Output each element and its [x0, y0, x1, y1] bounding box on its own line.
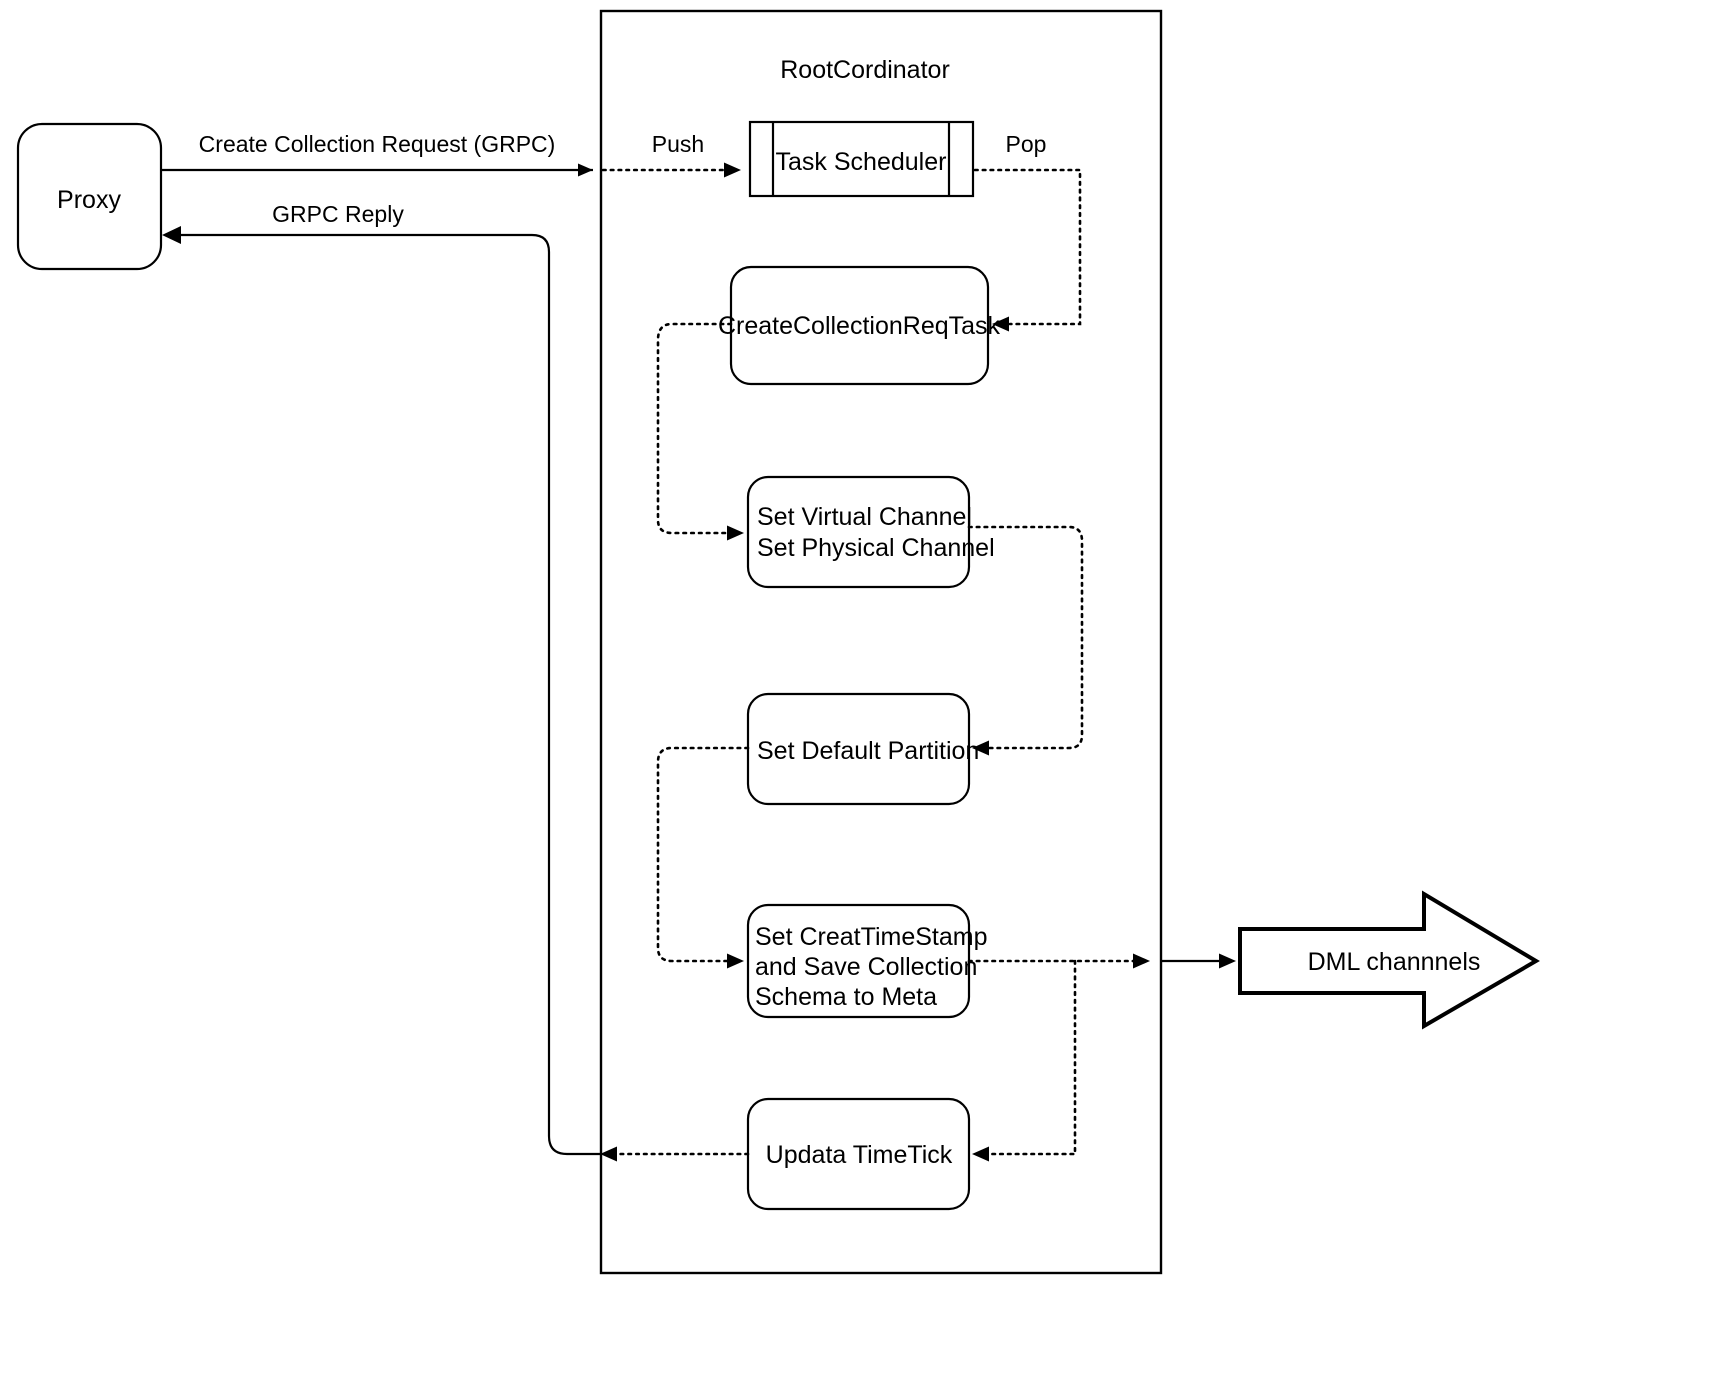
edge-timestamp-to-timetick [972, 959, 1077, 1162]
dml-channels-node[interactable]: DML channnels [1238, 890, 1540, 1030]
set-default-partition-label: Set Default Partition [757, 737, 979, 765]
set-timestamp-line3: Schema to Meta [755, 983, 937, 1011]
proxy-label: Proxy [57, 186, 121, 214]
dml-channels-label: DML channnels [1308, 948, 1481, 976]
proxy-node[interactable]: Proxy [16, 122, 163, 271]
set-timestamp-line1: Set CreatTimeStamp [755, 923, 987, 951]
set-timestamp-line2: and Save Collection [755, 953, 977, 981]
rootcordinator-container: RootCordinator [599, 9, 1163, 1275]
edge-pop-label: Pop [1006, 131, 1047, 157]
set-channels-line1: Set Virtual Channel [757, 503, 972, 531]
set-timestamp-node[interactable]: Set CreatTimeStamp and Save Collection S… [746, 903, 987, 1019]
task-scheduler-label: Task Scheduler [776, 148, 947, 176]
edge-timetick-to-container [600, 1146, 750, 1162]
create-collection-req-task-label: CreateCollectionReqTask [718, 312, 1001, 340]
edge-default-partition-to-timestamp [656, 746, 750, 969]
edge-push: Push [601, 131, 741, 178]
edge-timestamp-to-dml [967, 953, 1236, 969]
set-channels-line2: Set Physical Channel [757, 534, 995, 562]
edge-create-collection-request-label: Create Collection Request (GRPC) [199, 131, 556, 157]
edge-set-channels-to-default-partition [967, 525, 1084, 756]
update-timetick-label: Updata TimeTick [766, 1141, 953, 1169]
edge-grpc-reply: GRPC Reply [162, 201, 601, 1156]
edge-task-to-set-channels [656, 322, 744, 541]
edge-push-label: Push [652, 131, 704, 157]
set-default-partition-node[interactable]: Set Default Partition [746, 692, 979, 806]
update-timetick-node[interactable]: Updata TimeTick [746, 1097, 971, 1211]
edge-grpc-reply-label: GRPC Reply [272, 201, 404, 227]
rootcordinator-label: RootCordinator [780, 56, 950, 84]
set-channels-node[interactable]: Set Virtual Channel Set Physical Channel [746, 475, 995, 589]
create-collection-req-task-node[interactable]: CreateCollectionReqTask [718, 265, 1001, 386]
task-scheduler-node[interactable]: Task Scheduler [748, 120, 975, 198]
edge-create-collection-request: Create Collection Request (GRPC) [161, 131, 593, 177]
edge-pop: Pop [973, 131, 1082, 332]
